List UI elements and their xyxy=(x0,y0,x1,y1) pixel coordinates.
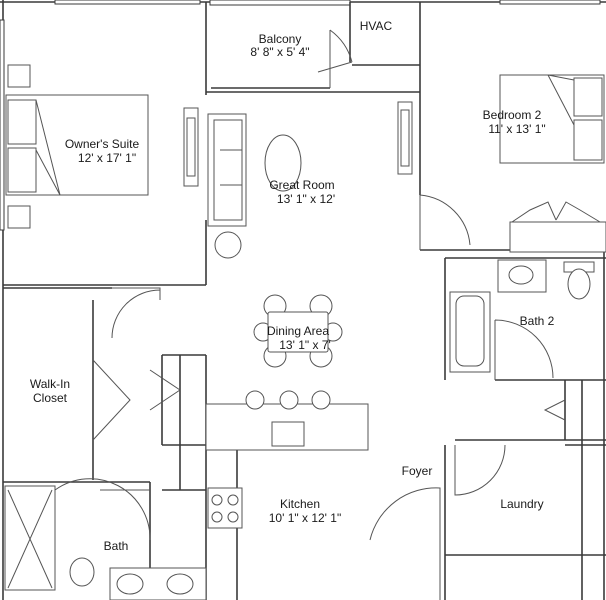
fixtures xyxy=(4,64,606,600)
room-name-owners-suite: Owner's Suite xyxy=(65,137,140,151)
room-name-kitchen: Kitchen xyxy=(280,497,320,511)
kitchen-sink xyxy=(271,421,305,447)
room-name-bath: Bath xyxy=(104,539,129,553)
bar-stool xyxy=(311,390,331,410)
doors xyxy=(54,29,566,600)
door-closet-bifold xyxy=(92,359,131,441)
door-linen xyxy=(543,399,566,421)
bedroom2-dresser xyxy=(397,101,413,175)
room-name-walkin-line2: Closet xyxy=(33,391,68,405)
bar-stool xyxy=(245,390,265,410)
door-laundry xyxy=(454,444,506,496)
door-entry xyxy=(369,487,441,600)
bath2-tub xyxy=(449,291,491,373)
room-size-owners-suite: 12' x 17' 1" xyxy=(78,151,136,165)
kitchen-range xyxy=(207,487,243,529)
bedroom2-closet xyxy=(509,221,606,253)
room-size-kitchen: 10' 1" x 12' 1" xyxy=(269,511,341,525)
bath2-vanity xyxy=(497,259,547,293)
window-top-left xyxy=(54,0,201,5)
room-size-bedroom2: 11' x 13' 1" xyxy=(488,122,545,136)
room-name-bath2: Bath 2 xyxy=(520,314,555,328)
room-name-laundry: Laundry xyxy=(500,497,543,511)
bath-vanity xyxy=(109,567,207,600)
owners-dresser xyxy=(183,107,199,187)
nightstand-top xyxy=(7,64,31,88)
coffee-table xyxy=(264,134,302,192)
room-size-balcony: 8' 8" x 5' 4" xyxy=(250,45,309,59)
door-bath xyxy=(54,478,151,541)
nightstand-bottom xyxy=(7,205,31,229)
room-name-walkin-line1: Walk-In xyxy=(30,377,70,391)
room-size-great-room: 13' 1" x 12' xyxy=(277,192,335,206)
door-owners-suite xyxy=(111,287,161,339)
bar-stool xyxy=(279,390,299,410)
door-bedroom2 xyxy=(419,194,471,250)
bath2-toilet xyxy=(567,268,591,300)
room-name-bedroom2: Bedroom 2 xyxy=(483,108,542,122)
bath-toilet xyxy=(69,557,95,587)
window-top-right xyxy=(499,0,601,5)
room-size-dining: 13' 1" x 7' xyxy=(279,338,331,352)
door-closet xyxy=(149,369,181,411)
window-top-balcony xyxy=(209,0,351,6)
door-hvac xyxy=(317,61,353,73)
room-name-great-room: Great Room xyxy=(269,178,334,192)
dining-table xyxy=(267,311,329,353)
room-name-balcony: Balcony xyxy=(259,32,302,46)
window-left-owner xyxy=(0,19,5,231)
door-balcony xyxy=(329,29,353,88)
door-bath2 xyxy=(494,319,554,380)
room-labels: Balcony 8' 8" x 5' 4" HVAC Owner's Suite… xyxy=(30,19,555,553)
room-name-hvac: HVAC xyxy=(360,19,393,33)
room-name-dining: Dining Area xyxy=(267,324,329,338)
room-name-foyer: Foyer xyxy=(402,464,433,478)
side-table xyxy=(214,231,242,259)
